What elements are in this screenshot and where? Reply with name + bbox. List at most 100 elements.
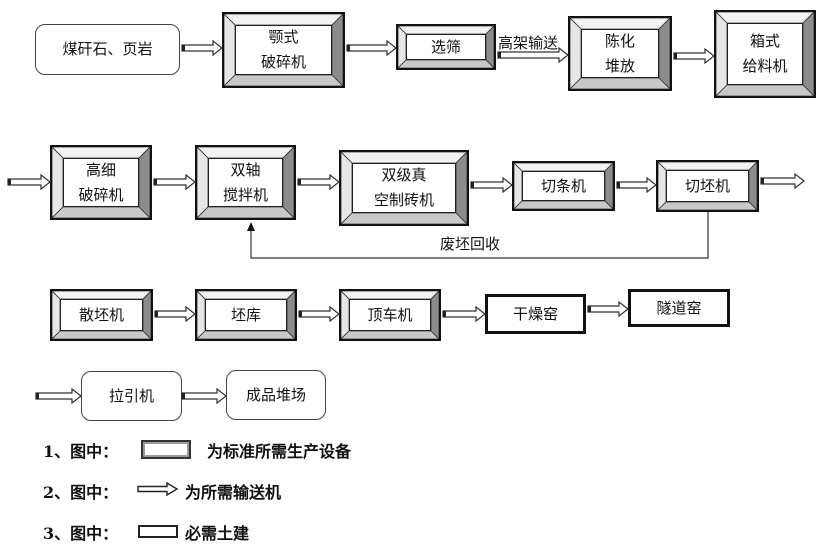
conveyor-aging-to-feeder	[673, 47, 715, 65]
conveyor-drying-to-tunnel	[587, 300, 629, 318]
car-pusher-label: 顶车机	[367, 305, 413, 324]
recycle-arrowhead	[247, 222, 255, 231]
tunnel-kiln-label: 隧道窑	[656, 298, 702, 317]
bevel-face	[282, 147, 294, 218]
conveyor-pusher-to-drying	[442, 305, 486, 323]
bevel-frame	[52, 147, 150, 218]
bevel-frame	[398, 26, 494, 68]
aging-stockpile-label: 陈化 堆放	[604, 31, 635, 75]
bevel-face	[52, 147, 64, 218]
conveyor-raw-to-jaw-coupling	[182, 45, 185, 51]
drying-kiln-box: 干燥窑	[485, 294, 586, 334]
bevel-frame	[658, 162, 757, 210]
recycle-label: 废坯回收	[440, 235, 501, 253]
conveyor-jaw-to-screen	[346, 39, 397, 57]
bevel-face	[398, 26, 494, 35]
bevel-face	[716, 12, 814, 24]
bevel-face	[197, 330, 295, 339]
legend-item-2-prefix: 2、图中：	[43, 483, 119, 502]
tunnel-kiln-box: 隧道窑	[628, 289, 730, 327]
twin-shaft-mixer-box: 双轴 搅拌机	[195, 145, 296, 220]
conveyor-storage-to-pusher	[298, 305, 340, 323]
bevel-face	[514, 200, 613, 209]
blank-storage-label: 坯库	[230, 305, 261, 324]
product-yard-box: 成品堆场	[226, 370, 326, 420]
vacuum-extruder-box: 双级真 空制砖机	[339, 150, 469, 226]
bevel-face	[138, 147, 150, 218]
screen-box: 选筛	[396, 24, 496, 70]
conveyor-mixer-to-extruder	[297, 173, 340, 191]
car-pusher-box: 顶车机	[339, 289, 441, 341]
box-feeder-label: 箱式 给料机	[742, 32, 788, 75]
bevel-frame	[197, 147, 294, 218]
screen-label: 选筛	[430, 37, 461, 56]
jaw-crusher-label: 颚式 破碎机	[260, 28, 306, 71]
bevel-frame	[197, 291, 295, 339]
elevated-conveyor-label: 高架输送	[498, 34, 559, 52]
bevel-face	[224, 14, 236, 86]
bevel-face	[52, 147, 150, 159]
bevel-face	[341, 152, 467, 164]
tractor-label: 拉引机	[108, 386, 154, 405]
conveyor-fine-to-mixer	[153, 173, 196, 191]
bevel-face	[658, 201, 757, 210]
bevel-face	[716, 12, 728, 96]
legend-item-1-text: 为标准所需生产设备	[207, 442, 352, 461]
jaw-crusher-box: 颚式 破碎机	[222, 12, 345, 88]
raw-material-box: 煤矸石、页岩	[35, 24, 180, 75]
conveyor-strip-to-cutter	[616, 176, 657, 194]
raw-material-label: 煤矸石、页岩	[62, 40, 153, 58]
bevel-face	[514, 163, 613, 172]
bevel-face	[197, 147, 294, 159]
conveyor-cutter-out	[760, 172, 805, 190]
blank-cutter-box: 切坯机	[656, 160, 759, 212]
bevel-face	[716, 84, 814, 96]
legend-equipment-symbol	[141, 440, 191, 459]
conveyor-tractor-to-yard-coupling	[182, 393, 185, 399]
bevel-frame	[341, 291, 439, 339]
legend-civil-symbol	[138, 525, 178, 538]
legend-item-3-text: 必需土建	[185, 524, 250, 543]
conveyor-in-to-fine	[7, 173, 51, 191]
blank-stacker-label: 散坯机	[78, 305, 124, 324]
strip-cutter-box: 切条机	[512, 161, 615, 211]
conveyor-mixer-to-extruder-coupling	[298, 179, 301, 185]
twin-shaft-mixer-label: 双轴 搅拌机	[222, 160, 268, 204]
bevel-face	[398, 59, 494, 68]
conveyor-stacker-to-storage	[154, 305, 196, 323]
bevel-face	[197, 147, 209, 218]
legend-item-1-prefix: 1、图中：	[43, 442, 119, 461]
conveyor-aging-to-feeder-coupling	[674, 53, 677, 59]
bevel-face	[341, 291, 439, 300]
bevel-face	[341, 152, 353, 224]
legend-item-1: 1、图中：	[43, 438, 118, 462]
bevel-face	[802, 12, 814, 96]
conveyor-in-to-fine-coupling	[8, 179, 11, 185]
bevel-frame	[224, 14, 343, 86]
bevel-frame	[52, 291, 151, 339]
conveyor-extruder-to-strip	[470, 176, 513, 194]
box-feeder-box: 箱式 给料机	[714, 10, 816, 98]
blank-cutter-label: 切坯机	[684, 176, 730, 195]
strip-cutter-label: 切条机	[540, 176, 586, 195]
conveyor-extruder-to-strip-coupling	[471, 182, 474, 188]
conveyor-tractor-to-yard	[181, 387, 227, 405]
legend-item-3: 3、图中：	[43, 520, 118, 544]
conveyor-in-to-tractor-coupling	[36, 393, 39, 399]
drying-kiln-label: 干燥窑	[512, 304, 558, 323]
bevel-face	[52, 291, 151, 300]
bevel-frame	[716, 12, 814, 96]
blank-storage-box: 坯库	[195, 289, 297, 341]
bevel-face	[197, 206, 294, 218]
aging-stockpile-box: 陈化 堆放	[568, 16, 672, 91]
bevel-face	[197, 291, 295, 300]
conveyor-in-to-tractor	[35, 387, 82, 405]
bevel-face	[224, 74, 343, 86]
legend-conveyor-symbol	[137, 482, 179, 496]
conveyor-storage-to-pusher-coupling	[299, 311, 302, 317]
blank-stacker-box: 散坯机	[50, 289, 153, 341]
conveyor-fine-to-mixer-coupling	[154, 179, 157, 185]
legend-item-2-text: 为所需输送机	[185, 483, 282, 502]
bevel-frame	[570, 18, 670, 89]
